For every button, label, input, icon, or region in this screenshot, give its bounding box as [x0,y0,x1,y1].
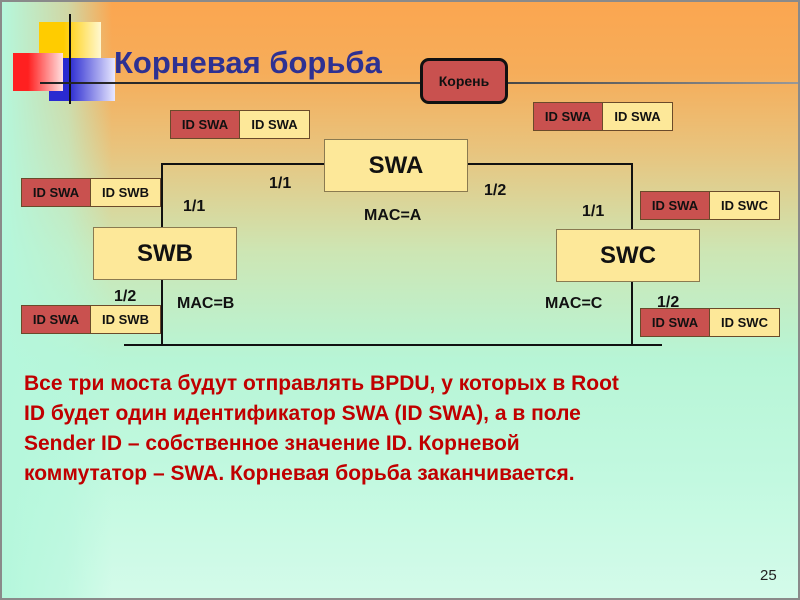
root-callout-label: Корень [438,73,490,89]
bpdu-sender-id: ID SWA [603,103,672,130]
switch-swb-label: SWB [137,239,193,267]
mac-c: MAC=C [545,295,603,312]
text-line: ID будет один идентификатор SWA (ID SWA)… [24,402,581,425]
bpdu-root-id: ID SWA [641,192,710,219]
switch-swc: SWC [556,229,700,282]
port-swb-top: 1/1 [183,198,206,215]
explanation-text: Все три моста будут отправлять BPDU, у к… [24,369,794,489]
bpdu-sender-id: ID SWB [91,306,160,333]
bpdu-root-id: ID SWA [171,111,240,138]
mac-b: MAC=B [177,295,235,312]
bpdu-root-id: ID SWA [22,179,91,206]
port-swb-bottom: 1/2 [114,288,137,305]
slide-title: Корневая борьба [114,45,382,80]
bpdu-root-id: ID SWA [534,103,603,130]
link-swb-down [161,280,163,345]
bpdu-sender-id: ID SWC [710,309,779,336]
bpdu-sender-id: ID SWA [240,111,309,138]
bpdu-sender-id: ID SWB [91,179,160,206]
bpdu-sender-id: ID SWC [710,192,779,219]
page-number: 25 [760,567,777,584]
mac-a: MAC=A [364,207,422,224]
switch-swc-label: SWC [600,241,656,269]
link-swc-up [631,163,633,230]
root-callout: Корень [420,58,508,104]
background-fade [2,2,112,598]
port-swc-bottom: 1/2 [657,294,680,311]
link-swc-down [631,282,633,345]
title-underline [40,82,798,84]
switch-swa: SWA [324,139,468,192]
port-swc-top: 1/1 [582,203,605,220]
switch-swa-label: SWA [368,151,424,179]
port-swa-left: 1/1 [269,175,292,192]
text-line: коммутатор – SWA. Корневая борьба заканч… [24,462,575,485]
switch-swb: SWB [93,227,237,280]
link-bottom [124,344,662,346]
text-line: Все три моста будут отправлять BPDU, у к… [24,372,619,395]
text-line: Sender ID – собственное значение ID. Кор… [24,432,520,455]
link-swb-up [161,163,163,228]
port-swa-right: 1/2 [484,182,507,199]
bpdu-root-id: ID SWA [22,306,91,333]
bpdu-root-id: ID SWA [641,309,710,336]
